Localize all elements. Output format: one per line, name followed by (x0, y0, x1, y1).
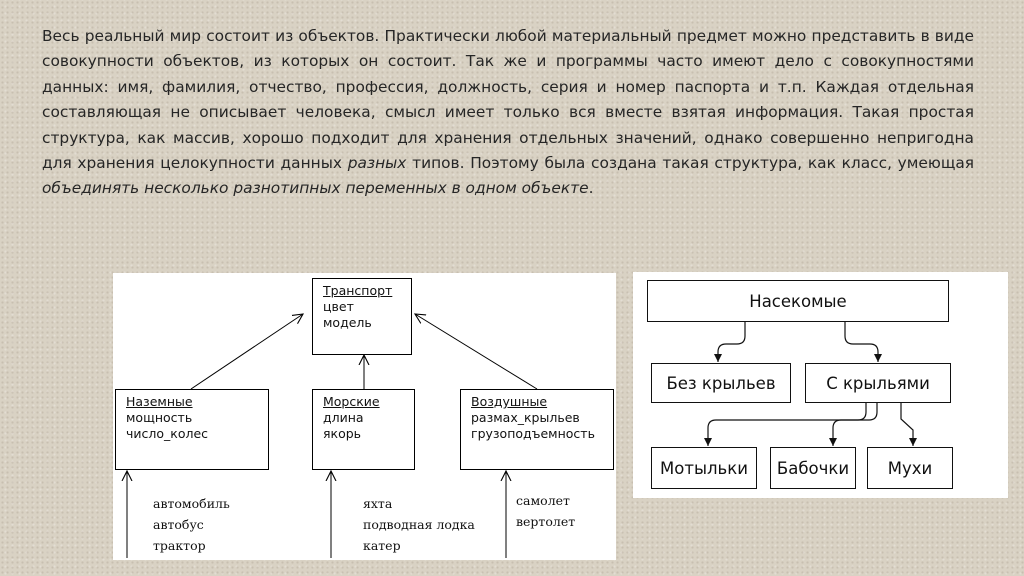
winged-label: С крыльями (826, 373, 930, 393)
class-diagram-connectors (113, 273, 538, 558)
sea-field: якорь (323, 426, 362, 441)
insect-diagram-panel: Насекомые Без крыльев С крыльями Мотыльк… (633, 272, 1008, 498)
land-class-title: Наземные (126, 394, 193, 409)
winged-box: С крыльями (805, 363, 951, 403)
example-item: яхта (363, 496, 393, 511)
arrow-air-to-transport (415, 314, 538, 390)
air-field: грузоподъемность (471, 426, 595, 441)
arrow-land-to-transport (190, 314, 303, 390)
air-field: размах_крыльев (471, 410, 580, 425)
transport-field: модель (323, 315, 372, 330)
insects-root-label: Насекомые (749, 291, 847, 311)
land-field: мощность (126, 410, 193, 425)
intro-emphasis-2: объединять несколько разнотипных перемен… (42, 179, 589, 198)
land-class-box: Наземные мощность число_колес (115, 389, 269, 470)
intro-text-1: Весь реальный мир состоит из объектов. П… (42, 27, 974, 173)
flies-box: Мухи (867, 447, 953, 489)
air-class-title: Воздушные (471, 394, 548, 409)
example-item: автомобиль (153, 496, 230, 511)
insects-root-box: Насекомые (647, 280, 949, 322)
transport-field: цвет (323, 299, 354, 314)
transport-class-title: Транспорт (323, 283, 393, 298)
arrow-winged-to-moths (704, 403, 867, 446)
butterflies-label: Бабочки (776, 458, 850, 478)
intro-text-3: . (588, 179, 594, 198)
arrow-root-to-winged (844, 322, 882, 362)
arrow-winged-to-flies (900, 403, 917, 446)
insect-diagram-connectors (704, 322, 917, 446)
example-item: автобус (153, 517, 204, 532)
moths-label: Мотыльки (660, 458, 748, 478)
example-item: вертолет (516, 514, 576, 529)
wingless-box: Без крыльев (651, 363, 791, 403)
sea-class-title: Морские (323, 394, 380, 409)
land-field: число_колес (126, 426, 209, 441)
moths-box: Мотыльки (651, 447, 757, 489)
class-diagram-panel: Транспорт цвет модель Наземные мощность … (113, 273, 616, 560)
intro-text-2: типов. Поэтому была создана такая структ… (406, 154, 975, 173)
sea-class-box: Морские длина якорь (312, 389, 415, 470)
example-item: катер (363, 538, 401, 553)
example-item: подводная лодка (363, 517, 475, 532)
example-item: трактор (153, 538, 206, 553)
intro-paragraph: Весь реальный мир состоит из объектов. П… (42, 24, 974, 202)
wingless-label: Без крыльев (666, 373, 776, 393)
sea-examples: яхта подводная лодка катер (363, 493, 475, 556)
example-item: самолет (516, 493, 570, 508)
intro-emphasis-1: разных (347, 154, 407, 173)
flies-label: Мухи (887, 458, 933, 478)
arrow-winged-to-butterflies (829, 403, 878, 446)
air-examples: самолет вертолет (516, 490, 575, 532)
butterflies-box: Бабочки (770, 447, 856, 489)
air-class-box: Воздушные размах_крыльев грузоподъемност… (460, 389, 614, 470)
land-examples: автомобиль автобус трактор (153, 493, 230, 556)
transport-class-box: Транспорт цвет модель (312, 278, 412, 355)
sea-field: длина (323, 410, 364, 425)
arrow-root-to-wingless (714, 322, 746, 362)
